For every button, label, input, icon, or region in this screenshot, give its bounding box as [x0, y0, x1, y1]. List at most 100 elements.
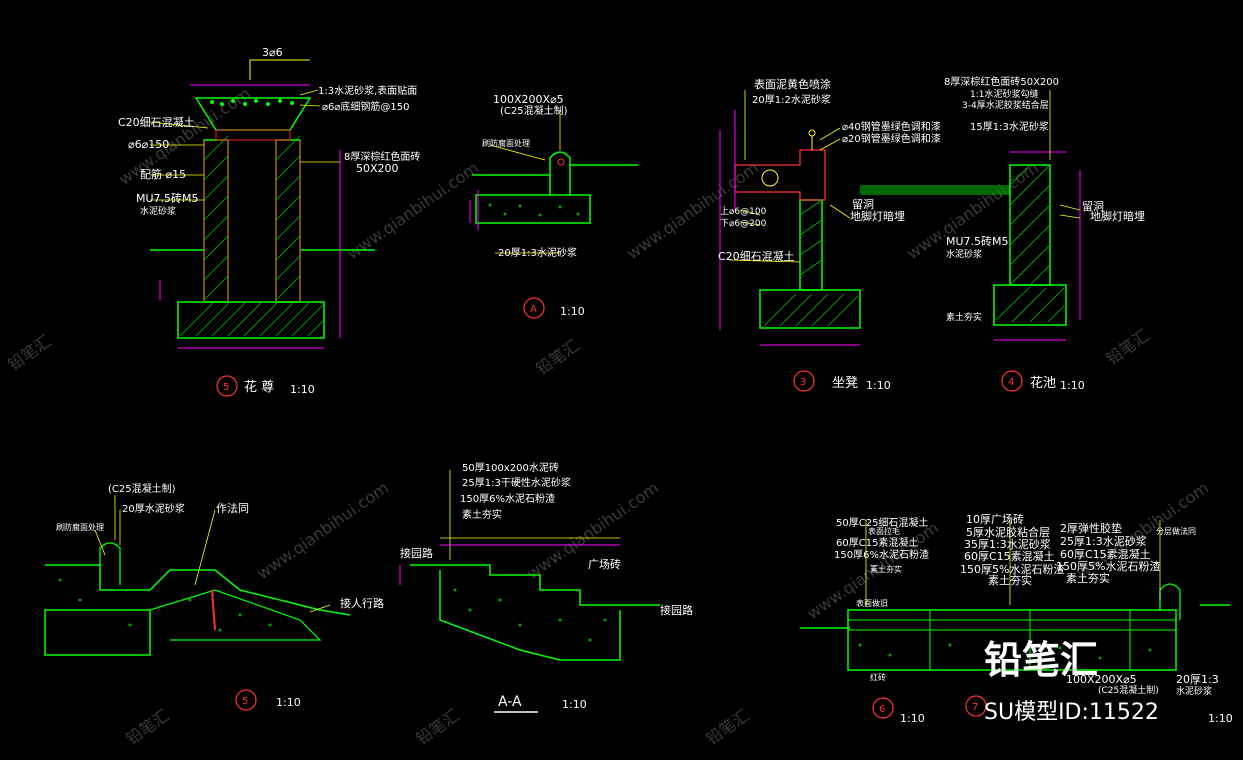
a-note-3: 刷防腐面处理	[482, 138, 530, 148]
planter-note-7: MU7.5砖M5	[946, 234, 1009, 248]
aa-note-6: 广场砖	[588, 557, 621, 571]
aa-note-2: 25厚1:3干硬性水泥砂浆	[462, 476, 571, 489]
flowerpot-note-phi6-top: ⌀6⌀底细钢筋@150	[322, 100, 410, 113]
aa-note-7: 接园路	[660, 604, 693, 617]
detail-paving-6-7: 50厚C25细石混凝土 表面拉毛 60厚C15素混凝土 150厚6%水泥石粉渣 …	[800, 512, 1233, 725]
paving6-label-circle	[872, 697, 894, 719]
steps5-note-5: 接人行路	[340, 597, 384, 610]
planter-label-num: 4	[1008, 377, 1014, 388]
planter-note-3: 3-4厚水泥胶浆结合层	[962, 99, 1049, 111]
a-note-4: 20厚1:3水泥砂浆	[498, 246, 577, 259]
steps5-label-scale: 1:10	[276, 696, 301, 709]
paving7-note-12: 分层做法同	[1156, 526, 1196, 536]
planter-note-4: 15厚1:3水泥砂浆	[970, 120, 1049, 133]
steps5-note-3: 作法同	[216, 501, 249, 515]
paving7-note-8: 25厚1:3水泥砂浆	[1060, 534, 1147, 548]
planter-note-8: 水泥砂浆	[946, 248, 982, 260]
steps5-label-num: 5	[242, 696, 248, 707]
paving6-note-1: 50厚C25细石混凝土	[836, 516, 928, 529]
bench-note-2: 20厚1:2水泥砂浆	[752, 93, 831, 106]
paving7-label-num: 7	[972, 702, 978, 713]
watermark-brand: 铅笔汇	[1103, 326, 1153, 369]
paving7-note-9: 60厚C15素混凝土	[1060, 547, 1151, 561]
aa-note-1: 50厚100x200水泥砖	[462, 461, 559, 474]
flowerpot-note-phi6: ⌀6⌀150	[128, 138, 169, 151]
detail-bench: 表面泥黄色喷涂 20厚1:2水泥砂浆 ⌀40钢管墨绿色调和漆 ⌀20钢管墨绿色调…	[718, 77, 941, 392]
paving7-note-13: 100X200X⌀5	[1066, 673, 1137, 686]
paving7-note-11: 素土夯实	[1066, 571, 1110, 585]
aa-label-scale: 1:10	[562, 698, 587, 711]
paving7-note-16: 水泥砂浆	[1176, 685, 1212, 697]
detail-flowerpot: 3⌀6 1:3水泥砂浆,表面贴面 ⌀6⌀底细钢筋@150 C20细石混凝土 ⌀6…	[118, 46, 420, 397]
brand-logo-text: 铅笔汇	[984, 638, 1098, 682]
paving6-note-2: 60厚C15素混凝土	[836, 536, 918, 549]
paving7-note-5: 150厚5%水泥石粉渣	[960, 562, 1064, 576]
planter-note-2: 1:1水泥砂浆勾缝	[970, 88, 1039, 100]
paving7-note-14: (C25混凝土制)	[1098, 684, 1159, 696]
paving7-label-scale: 1:10	[1208, 712, 1233, 725]
watermark-brand: 铅笔汇	[533, 336, 583, 379]
bench-label-num: 3	[800, 377, 806, 388]
paving7-note-10: 150厚5%水泥石粉渣	[1056, 559, 1160, 573]
flowerpot-rebar-label: 3⌀6	[262, 46, 283, 59]
flowerpot-note-bar: 配筋 ⌀15	[140, 167, 186, 181]
paving7-note-2: 5厚水泥胶粘合层	[966, 525, 1050, 539]
paving6-note-1b: 表面拉毛	[868, 526, 900, 536]
flowerpot-note-c20: C20细石混凝土	[118, 115, 195, 129]
bench-note-3: ⌀40钢管墨绿色调和漆	[842, 120, 941, 133]
bench-note-6: 地脚灯暗埋	[850, 209, 905, 223]
paving7-label-circle	[965, 695, 987, 717]
bench-note-9: 下⌀6@200	[720, 219, 767, 229]
aa-label-name: A-A	[498, 694, 522, 710]
bench-note-7: C20细石混凝土	[718, 249, 795, 263]
planter-note-1: 8厚深棕红色面砖50X200	[944, 75, 1059, 88]
bench-note-4: ⌀20钢管墨绿色调和漆	[842, 132, 941, 145]
flowerpot-note-tile: 8厚深棕红色面砖	[344, 150, 420, 163]
a-label-num: A	[530, 304, 537, 315]
bench-label-name: 坐凳	[832, 375, 858, 391]
planter-label-scale: 1:10	[1060, 379, 1085, 392]
flowerpot-label-num: 5	[223, 382, 229, 393]
paving6-note-3: 150厚6%水泥石粉渣	[834, 548, 929, 561]
paving6-note-4: 素土夯实	[870, 564, 902, 574]
paving7-note-7: 2厚弹性胶垫	[1060, 521, 1122, 535]
planter-label-circle	[1001, 370, 1023, 392]
watermark-url: www.qianbihui.com	[253, 478, 392, 583]
flowerpot-label-scale: 1:10	[290, 383, 315, 396]
watermark-brand: 铅笔汇	[123, 706, 173, 749]
a-note-1: 100X200X⌀5	[493, 93, 564, 106]
steps5-note-2: 20厚水泥砂浆	[122, 502, 185, 515]
bench-note-5: 留洞	[852, 198, 874, 211]
steps5-note-4: 刷防腐面处理	[56, 522, 104, 532]
planter-note-6: 地脚灯暗埋	[1090, 209, 1145, 223]
a-label-scale: 1:10	[560, 305, 585, 318]
watermark-brand: 铅笔汇	[703, 706, 753, 749]
a-label-circle	[523, 297, 545, 319]
paving7-note-1: 10厚广场砖	[966, 512, 1024, 526]
steps5-note-1: (C25混凝土制)	[108, 482, 176, 495]
model-id-text: SU模型ID:11522	[984, 700, 1159, 725]
paving6-label-scale: 1:10	[900, 712, 925, 725]
paving7-note-4: 60厚C15素混凝土	[964, 549, 1055, 563]
detail-planter: 8厚深棕红色面砖50X200 1:1水泥砂浆勾缝 3-4厚水泥胶浆结合层 15厚…	[860, 75, 1145, 392]
aa-note-4: 素土夯实	[462, 508, 502, 521]
watermark-brand: 铅笔汇	[413, 706, 463, 749]
detail-a: 100X200X⌀5 (C25混凝土制) 刷防腐面处理 20厚1:3水泥砂浆 A…	[469, 93, 638, 319]
flowerpot-note-tile2: 50X200	[356, 162, 399, 175]
bench-note-8: 上⌀6@100	[720, 206, 767, 217]
bench-label-scale: 1:10	[866, 379, 891, 392]
aa-note-3: 150厚6%水泥石粉渣	[460, 492, 555, 505]
planter-note-5: 留洞	[1082, 200, 1104, 213]
flowerpot-note-mu: MU7.5砖M5	[136, 191, 199, 205]
bench-note-1: 表面泥黄色喷涂	[754, 77, 831, 91]
detail-steps-5: (C25混凝土制) 20厚水泥砂浆 作法同 刷防腐面处理 接人行路 5 1:10	[44, 482, 384, 711]
detail-aa: 50厚100x200水泥砖 25厚1:3干硬性水泥砂浆 150厚6%水泥石粉渣 …	[399, 461, 693, 713]
flowerpot-label-name: 花 尊	[244, 379, 274, 395]
flowerpot-note-mortar: 1:3水泥砂浆,表面贴面	[318, 84, 417, 97]
paving7-note-6: 素土夯实	[988, 573, 1032, 587]
paving6-label-num: 6	[879, 704, 885, 715]
bench-label-circle	[793, 370, 815, 392]
a-note-2: (C25混凝土制)	[500, 104, 568, 117]
